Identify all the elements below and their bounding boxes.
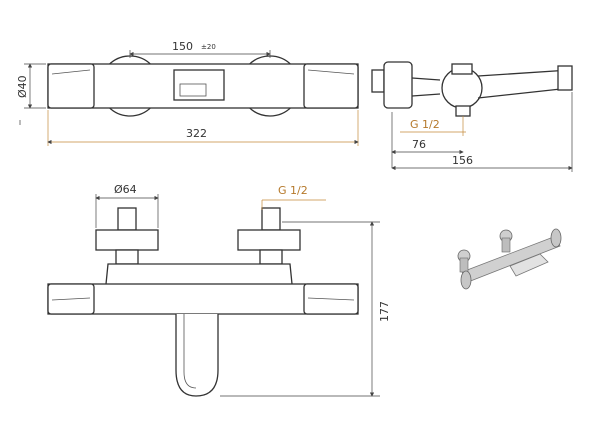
- dimension-flange-diameter: Ø64: [95, 183, 159, 228]
- dimension-total-length-label: 322: [186, 127, 207, 140]
- front-view: [47, 207, 359, 397]
- dimension-inlet-depth: 76: [391, 112, 464, 168]
- dimension-height-label: 177: [378, 301, 391, 322]
- dimension-total-length: 322: [47, 110, 359, 146]
- dimension-body-diameter-label: Ø40: [16, 75, 29, 98]
- dimension-front-thread: G 1/2: [261, 184, 326, 210]
- side-view: [371, 61, 573, 117]
- dimension-total-depth: 156: [391, 92, 573, 172]
- dimension-body-diameter: Ø40: [16, 63, 46, 109]
- dimension-inlet-depth-label: 76: [412, 138, 426, 151]
- dimension-spacing: 150 ±20: [129, 40, 271, 58]
- product-render-image: [457, 228, 562, 290]
- dimension-height: 177: [220, 221, 391, 397]
- dimension-total-depth-label: 156: [452, 154, 473, 167]
- dimension-front-thread-label: G 1/2: [278, 184, 308, 197]
- dimension-side-thread-label: G 1/2: [410, 118, 440, 131]
- dimension-spacing-value: 150: [172, 40, 193, 53]
- top-view: [19, 55, 359, 125]
- dimension-flange-diameter-label: Ø64: [114, 183, 137, 196]
- dimension-spacing-tolerance: ±20: [201, 43, 216, 51]
- dimension-side-thread: G 1/2: [400, 116, 466, 136]
